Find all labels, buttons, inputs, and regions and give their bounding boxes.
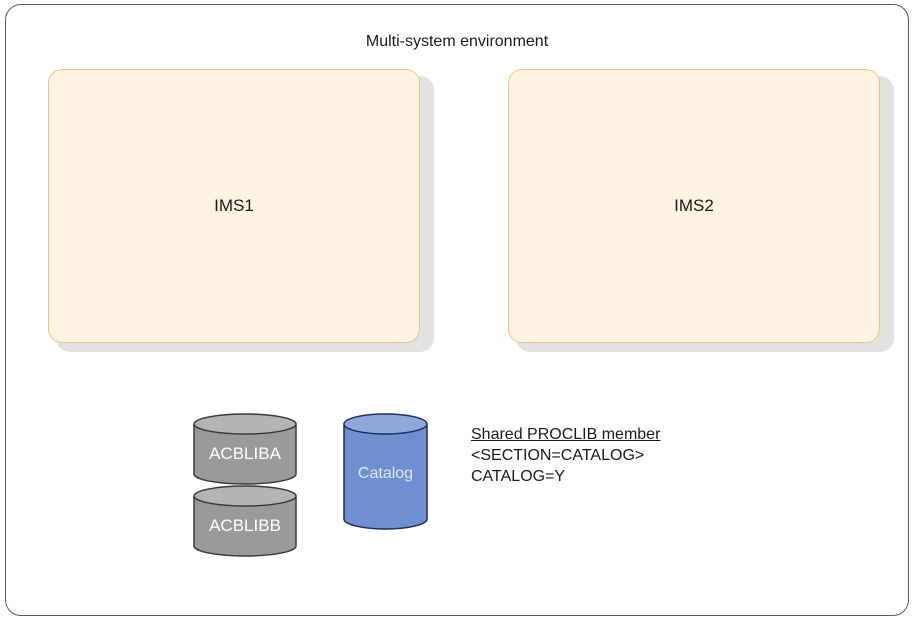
ims2-label: IMS2 [674, 196, 714, 215]
proclib-line-catalog: CATALOG=Y [471, 468, 566, 485]
acblibb-label: ACBLIBB [209, 516, 281, 535]
shared-proclib-member: Shared PROCLIB member <SECTION=CATALOG> … [471, 424, 660, 487]
catalog-database-icon: Catalog [343, 413, 428, 531]
environment-title: Multi-system environment [365, 33, 549, 50]
acbliba-dataset-icon: ACBLIBA [193, 413, 297, 485]
ims1-system-box: IMS1 [48, 69, 420, 343]
ims1-label: IMS1 [214, 196, 254, 215]
ims2-system-box: IMS2 [508, 69, 880, 343]
catalog-label: Catalog [357, 465, 414, 482]
proclib-line-section: <SECTION=CATALOG> [471, 447, 645, 464]
acbliba-label: ACBLIBA [209, 444, 281, 463]
proclib-heading: Shared PROCLIB member [471, 426, 661, 443]
acblibb-dataset-icon: ACBLIBB [193, 485, 297, 557]
